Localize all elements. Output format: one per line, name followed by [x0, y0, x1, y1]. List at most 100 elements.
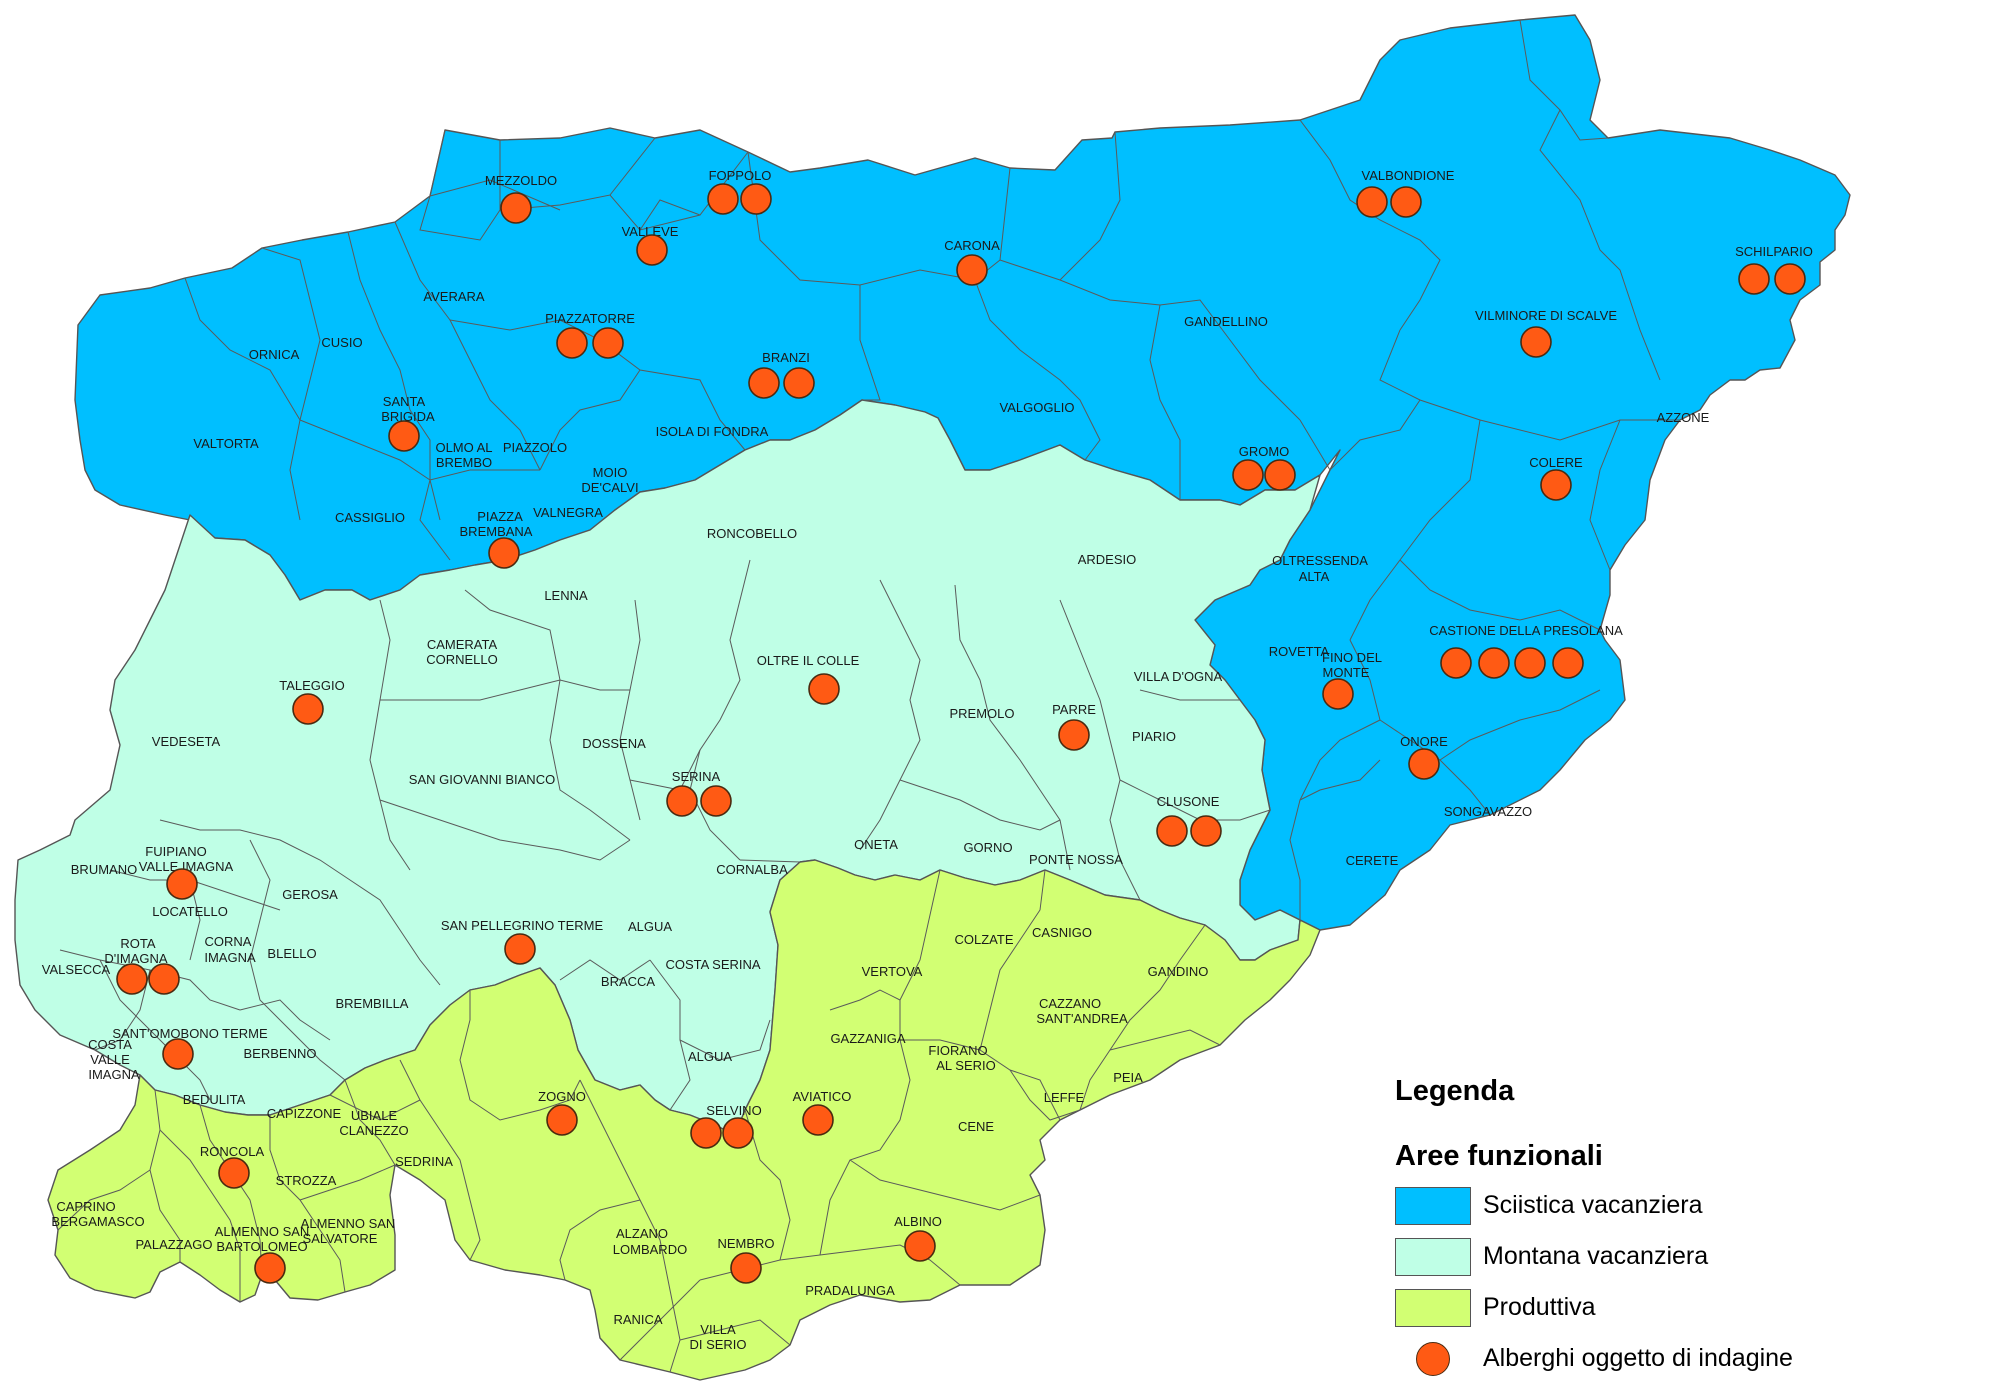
- label-casnigo: CASNIGO: [1032, 925, 1092, 940]
- label-valgoglio: VALGOGLIO: [1000, 400, 1075, 415]
- label-algua-2: ALGUA: [688, 1049, 732, 1064]
- hotel-marker: [740, 183, 772, 215]
- legend-title: Legenda: [1395, 1075, 1515, 1107]
- legend-swatch-sciistica: [1395, 1187, 1471, 1225]
- label-imagna-2: IMAGNA: [88, 1067, 140, 1082]
- hotel-marker: [636, 234, 668, 266]
- label-schilpario: SCHILPARIO: [1735, 244, 1813, 259]
- label-cusio: CUSIO: [321, 335, 362, 350]
- hotel-marker: [1322, 678, 1354, 710]
- legend-label-alberghi: Alberghi oggetto di indagine: [1483, 1344, 1793, 1372]
- hotel-marker: [1520, 326, 1552, 358]
- label-cornello: CORNELLO: [426, 652, 498, 667]
- label-piazzatorre: PIAZZATORRE: [545, 311, 635, 326]
- label-roncobello: RONCOBELLO: [707, 526, 797, 541]
- hotel-marker: [1264, 459, 1296, 491]
- label-salvatore: SALVATORE: [303, 1231, 378, 1246]
- legend-item-produttiva: Produttiva: [1395, 1289, 1955, 1329]
- hotel-marker: [1156, 815, 1188, 847]
- label-onore: ONORE: [1400, 734, 1448, 749]
- label-gromo: GROMO: [1239, 444, 1290, 459]
- label-alta: ALTA: [1299, 569, 1330, 584]
- label-branzi: BRANZI: [762, 350, 810, 365]
- label-fino-del: FINO DEL: [1322, 650, 1382, 665]
- label-de-calvi: DE'CALVI: [581, 480, 638, 495]
- hotel-marker: [783, 367, 815, 399]
- hotel-marker: [1540, 469, 1572, 501]
- label-clanezzo: CLANEZZO: [339, 1123, 408, 1138]
- label-santa: SANTA: [383, 394, 426, 409]
- label-vedeseta: VEDESETA: [152, 734, 221, 749]
- label-san-giovanni-bianco: SAN GIOVANNI BIANCO: [409, 772, 555, 787]
- label-piazza: PIAZZA: [477, 509, 523, 524]
- label-lenna: LENNA: [544, 588, 588, 603]
- label-imagna: IMAGNA: [204, 950, 256, 965]
- label-al-serio: AL SERIO: [936, 1058, 995, 1073]
- label-cornalba: CORNALBA: [716, 862, 788, 877]
- hotel-marker: [1232, 459, 1264, 491]
- label-gandino: GANDINO: [1148, 964, 1209, 979]
- label-lombardo: LOMBARDO: [613, 1242, 687, 1257]
- legend-item-alberghi: Alberghi oggetto di indagine: [1395, 1340, 1955, 1380]
- hotel-marker: [1058, 719, 1090, 751]
- legend-swatch-montana: [1395, 1238, 1471, 1276]
- label-dossena: DOSSENA: [582, 736, 646, 751]
- label-palazzago: PALAZZAGO: [135, 1237, 212, 1252]
- label-piazzolo: PIAZZOLO: [503, 440, 567, 455]
- label-cazzano: CAZZANO: [1039, 996, 1101, 1011]
- label-cassiglio: CASSIGLIO: [335, 510, 405, 525]
- hotel-markers: [116, 183, 1806, 1284]
- legend-label-produttiva: Produttiva: [1483, 1293, 1596, 1321]
- label-vilminore-di-scalve: VILMINORE DI SCALVE: [1475, 308, 1617, 323]
- hotel-marker: [546, 1104, 578, 1136]
- hotel-marker: [218, 1157, 250, 1189]
- label-d-imagna: D'IMAGNA: [104, 951, 167, 966]
- label-san-pellegrino-terme: SAN PELLEGRINO TERME: [441, 918, 604, 933]
- label-valtorta: VALTORTA: [193, 436, 259, 451]
- label-gorno: GORNO: [963, 840, 1012, 855]
- label-parre: PARRE: [1052, 702, 1096, 717]
- label-camerata: CAMERATA: [427, 637, 498, 652]
- label-azzone: AZZONE: [1657, 410, 1710, 425]
- label-caprino: CAPRINO: [56, 1199, 115, 1214]
- hotel-marker: [148, 963, 180, 995]
- label-nembro: NEMBRO: [717, 1236, 774, 1251]
- label-rota: ROTA: [120, 936, 155, 951]
- label-cene: CENE: [958, 1119, 994, 1134]
- label-valnegra: VALNEGRA: [533, 505, 603, 520]
- hotel-marker: [500, 192, 532, 224]
- hotel-marker: [488, 537, 520, 569]
- legend-label-montana: Montana vacanziera: [1483, 1242, 1709, 1270]
- label-fuipiano: FUIPIANO: [145, 844, 206, 859]
- label-albino: ALBINO: [894, 1214, 942, 1229]
- label-di-serio: DI SERIO: [689, 1337, 746, 1352]
- label-valleve: VALLEVE: [622, 224, 679, 239]
- label-zogno: ZOGNO: [538, 1089, 586, 1104]
- label-mezzoldo: MEZZOLDO: [485, 173, 557, 188]
- label-brembo: BREMBO: [436, 455, 492, 470]
- label-ranica: RANICA: [613, 1312, 662, 1327]
- label-costa: COSTA: [88, 1037, 132, 1052]
- label-taleggio: TALEGGIO: [279, 678, 345, 693]
- label-olmo-al: OLMO AL: [435, 440, 492, 455]
- label-brigida: BRIGIDA: [381, 409, 435, 424]
- label-bergamasco: BERGAMASCO: [51, 1214, 144, 1229]
- label-colere: COLERE: [1529, 455, 1583, 470]
- label-valsecca: VALSECCA: [42, 962, 111, 977]
- legend-item-sciistica: Sciistica vacanziera: [1395, 1187, 1955, 1227]
- label-gandellino: GANDELLINO: [1184, 314, 1268, 329]
- hotel-marker: [556, 327, 588, 359]
- label-premolo: PREMOLO: [949, 706, 1014, 721]
- label-selvino: SELVINO: [706, 1103, 761, 1118]
- legend-swatch-produttiva: [1395, 1289, 1471, 1327]
- municipal-borders: [57, 19, 1680, 1373]
- label-sant-omobono-terme: SANT'OMOBONO TERME: [112, 1026, 268, 1041]
- hotel-marker: [504, 933, 536, 965]
- label-valle: VALLE: [90, 1052, 130, 1067]
- label-peia: PEIA: [1113, 1070, 1143, 1085]
- hotel-marker: [1552, 647, 1584, 679]
- label-oneta: ONETA: [854, 837, 898, 852]
- legend-label-sciistica: Sciistica vacanziera: [1483, 1191, 1703, 1219]
- label-corna: CORNA: [205, 934, 252, 949]
